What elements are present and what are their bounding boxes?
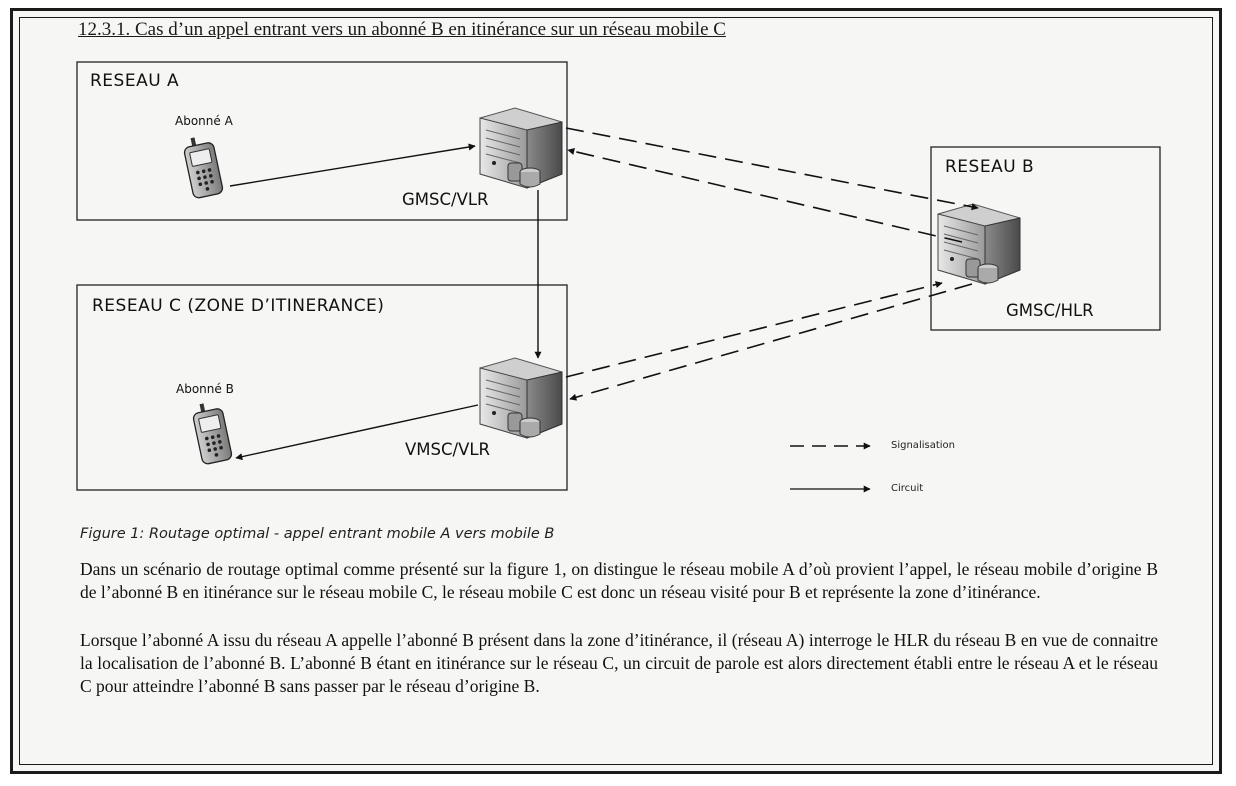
network-c-title: RESEAU C (ZONE D’ITINERANCE)	[92, 296, 385, 316]
vmsc-vlr-label: VMSC/VLR	[405, 440, 491, 459]
gmsc-vlr-label: GMSC/VLR	[402, 190, 489, 209]
signalling-arrow	[569, 283, 973, 401]
network-a-title: RESEAU A	[90, 71, 180, 91]
paragraph: Dans un scénario de routage optimal comm…	[80, 558, 1158, 602]
network-a-box	[76, 61, 568, 221]
section-heading: 12.3.1. Cas d’un appel entrant vers un a…	[78, 19, 726, 40]
subscriber-a-label: Abonné A	[175, 114, 233, 128]
server-icon	[937, 203, 1021, 285]
figure-caption: Figure 1: Routage optimal - appel entran…	[80, 526, 555, 542]
network-c-box	[76, 284, 568, 491]
paragraph: Lorsque l’abonné A issu du réseau A appe…	[80, 629, 1158, 696]
network-b-box	[930, 146, 1161, 331]
signalling-arrow	[567, 148, 963, 243]
gmsc-hlr-label: GMSC/HLR	[1006, 301, 1094, 320]
page-inner-border	[19, 17, 1213, 765]
page-frame	[10, 8, 1222, 774]
circuit-arrow	[235, 404, 479, 461]
mobile-phone-icon	[183, 137, 224, 199]
subscriber-b-label: Abonné B	[176, 382, 234, 396]
mobile-phone-icon	[192, 403, 233, 465]
signalling-arrow	[565, 281, 943, 378]
server-icon	[479, 357, 563, 439]
server-icon	[479, 107, 563, 189]
legend-circuit-label: Circuit	[891, 483, 924, 494]
signalling-arrow	[565, 127, 979, 211]
circuit-arrow	[229, 143, 476, 187]
legend-signalling-label: Signalisation	[891, 440, 955, 451]
network-b-title: RESEAU B	[945, 157, 1035, 177]
